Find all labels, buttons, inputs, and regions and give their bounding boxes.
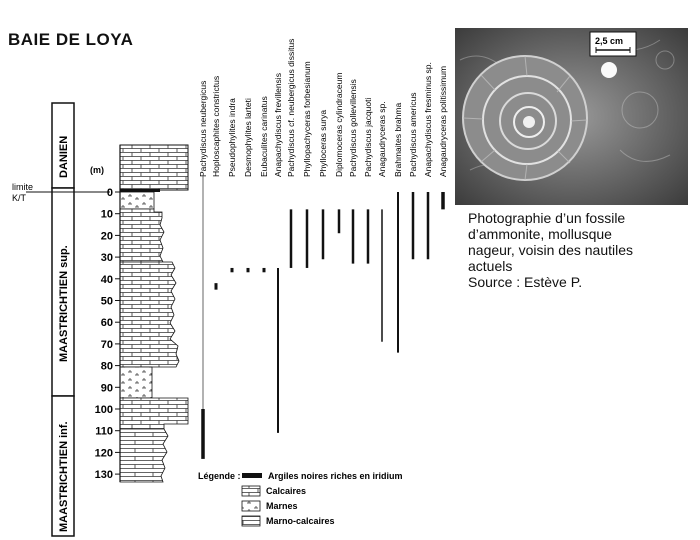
black-clay-layer xyxy=(120,189,160,192)
depth-tick-label: 80 xyxy=(101,361,113,373)
depth-tick-label: 30 xyxy=(101,252,113,264)
marl-top-layer xyxy=(119,191,155,210)
caption-line: d’ammonite, mollusque xyxy=(468,226,612,242)
marl-lower-layer xyxy=(119,366,153,399)
caption-source: Source : Estève P. xyxy=(468,274,583,290)
stage-danien: DANIEN xyxy=(58,136,70,178)
legend-label-limestone: Calcaires xyxy=(266,486,306,496)
limestone-inf-layer xyxy=(119,397,189,430)
legend-title: Légende : xyxy=(198,471,241,481)
page-title: BAIE DE LOYA xyxy=(8,30,134,49)
depth-tick-label: 50 xyxy=(101,296,113,308)
species-name: Pachydiscus cf. neubergicus dissitus xyxy=(286,39,296,177)
depth-scale: (m) 0 10 20 30 40 50 60 70 80 90 100 110 120 130 xyxy=(90,165,120,481)
depth-tick-label: 60 xyxy=(101,317,113,329)
species-name: Phylloceras surya xyxy=(318,110,328,177)
depth-unit-label: (m) xyxy=(90,165,104,175)
calcareous-upper-layer xyxy=(119,208,165,263)
legend-label-black-clay: Argiles noires riches en iridium xyxy=(268,471,403,481)
marl-limestone-layer xyxy=(119,261,180,368)
ammonite-photo: 2,5 cm xyxy=(455,28,688,205)
species-name: Pachydiscus gollevillensis xyxy=(348,79,358,177)
legend-label-marl: Marnes xyxy=(266,501,298,511)
species-name: Anapachydiscus fresminus sp. xyxy=(423,62,433,177)
legend: Légende : Argiles noires riches en iridi… xyxy=(198,471,403,527)
caption-line: actuels xyxy=(468,258,513,274)
species-name: Pseudophylites indra xyxy=(227,98,237,177)
species-name: Eubaculites carinatus xyxy=(259,96,269,177)
legend-swatch-black-clay xyxy=(242,473,262,478)
depth-tick-label: 0 xyxy=(107,187,113,199)
species-name: Diplomoceras cylindraceum xyxy=(334,73,344,177)
depth-tick-label: 90 xyxy=(101,382,113,394)
legend-swatch-marl xyxy=(241,500,261,512)
lithology-column xyxy=(119,144,189,483)
depth-tick-label: 120 xyxy=(95,447,113,459)
species-name: Anagaudryceras sp. xyxy=(377,101,387,177)
stage-maastrichtien-sup: MAASTRICHTIEN sup. xyxy=(58,245,70,362)
depth-tick-label: 20 xyxy=(101,230,113,242)
depth-tick-label: 10 xyxy=(101,209,113,221)
legend-label-marl-limestone: Marno-calcaires xyxy=(266,516,335,526)
species-name: Phyllopachyceras forbesianum xyxy=(302,61,312,177)
photo-caption: Photographie d’un fossile d’ammonite, mo… xyxy=(468,210,698,290)
legend-swatch-marl-limestone xyxy=(241,515,261,527)
depth-tick-label: 100 xyxy=(95,404,113,416)
depth-tick-label: 70 xyxy=(101,339,113,351)
species-name: Hoploscaphites constrictus xyxy=(211,76,221,177)
species-name: Pachydiscus jacquoti xyxy=(363,98,373,177)
stage-column: DANIEN MAASTRICHTIEN sup. MAASTRICHTIEN … xyxy=(51,102,75,537)
species-name: Pachydiscus americus xyxy=(408,92,418,177)
marl-limestone-inf-layer xyxy=(119,428,169,483)
danien-limestone xyxy=(119,144,189,191)
species-name: Desmophylites larteti xyxy=(243,98,253,177)
species-name: Brahmaites brahma xyxy=(393,103,403,177)
species-name: Pachydiscus neubergicus xyxy=(198,81,208,177)
scale-bar-box xyxy=(589,31,637,57)
depth-tick-label: 130 xyxy=(95,469,113,481)
boundary-label-limite: limite xyxy=(12,182,33,192)
scale-bar-label: 2,5 cm xyxy=(595,36,623,46)
caption-line: Photographie d’un fossile xyxy=(468,210,626,226)
kt-boundary: limite K/T xyxy=(12,182,110,203)
depth-tick-label: 110 xyxy=(95,426,113,438)
boundary-label-kt: K/T xyxy=(12,193,27,203)
legend-swatch-limestone xyxy=(241,485,261,497)
species-name: Anagaudryceras politissimum xyxy=(438,66,448,177)
stage-maastrichtien-inf: MAASTRICHTIEN inf. xyxy=(58,421,70,532)
depth-tick-label: 40 xyxy=(101,274,113,286)
caption-line: nageur, voisin des nautiles xyxy=(468,242,633,258)
species-name: Anapachydiscus frevillensis xyxy=(273,73,283,177)
